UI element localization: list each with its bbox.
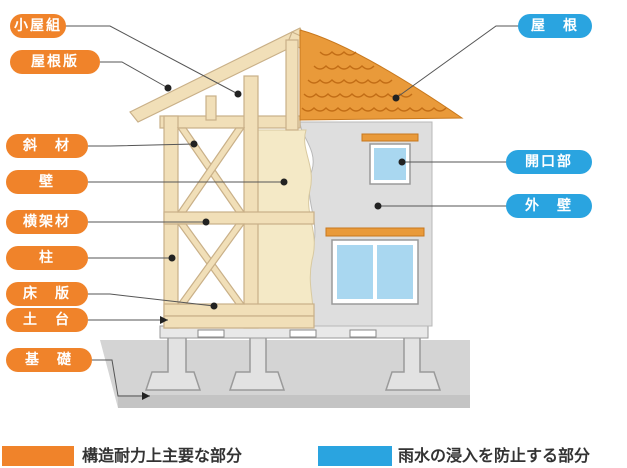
wall-board xyxy=(257,129,315,327)
upper-window xyxy=(361,133,419,185)
ground xyxy=(100,340,470,408)
leader-lines xyxy=(64,25,520,397)
legend-structural-swatch xyxy=(2,446,74,466)
label-yanebaita: 屋根版 xyxy=(10,50,100,74)
leader-arrows xyxy=(142,316,168,400)
label-yane: 屋 根 xyxy=(518,14,592,38)
foundation xyxy=(144,329,442,391)
lower-window xyxy=(325,227,425,305)
roof xyxy=(299,29,464,121)
label-shazai: 斜 材 xyxy=(6,134,88,158)
label-dodai: 土 台 xyxy=(6,308,88,332)
vents xyxy=(197,329,377,338)
legend-rain-swatch xyxy=(318,446,392,466)
leader-dots xyxy=(164,84,406,310)
ground-shadow xyxy=(118,395,470,408)
label-yukaban: 床 版 xyxy=(6,282,88,306)
timber-frame xyxy=(129,27,319,329)
legend-rain-text: 雨水の浸入を防止する部分 xyxy=(398,446,591,465)
legend-structural-text: 構造耐力上主要な部分 xyxy=(82,446,243,465)
label-kiso: 基 礎 xyxy=(6,348,92,372)
label-koyagumi: 小屋組 xyxy=(10,14,66,38)
label-yokogazai: 横架材 xyxy=(6,210,88,234)
label-gaiheki: 外 壁 xyxy=(506,194,592,218)
label-hashira: 柱 xyxy=(6,246,88,270)
label-kabe: 壁 xyxy=(6,170,88,194)
label-kaikoubu: 開口部 xyxy=(506,150,592,174)
